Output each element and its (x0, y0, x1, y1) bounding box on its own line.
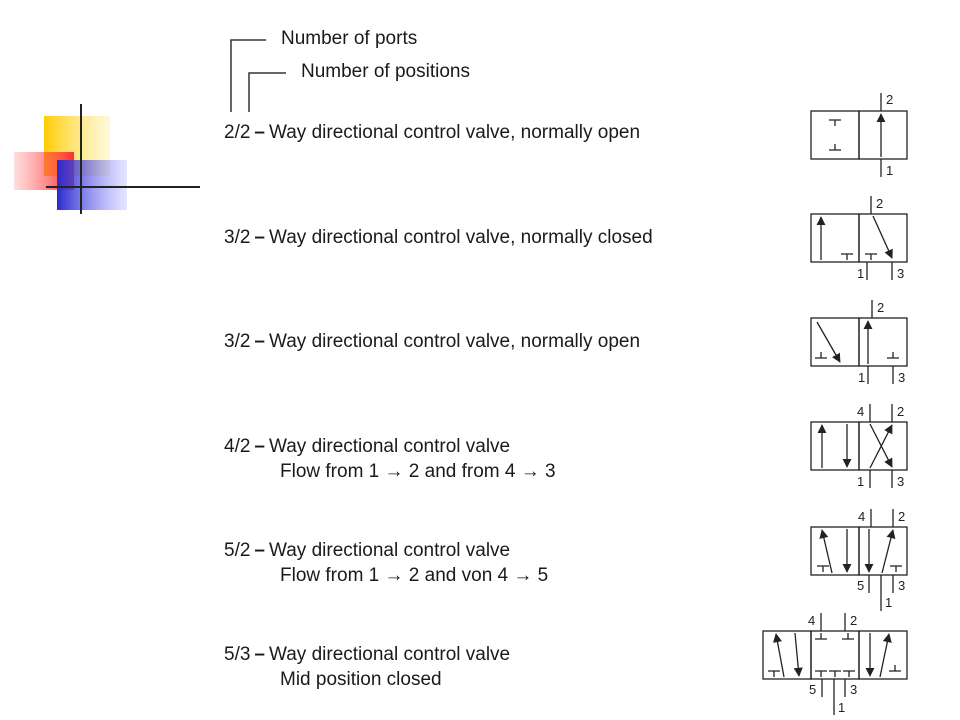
port-label: 3 (898, 370, 905, 385)
valve-description: Way directional control valve (269, 644, 511, 665)
valve-box-left (810, 421, 860, 471)
valve-box-right (858, 526, 908, 576)
valve-box-left (810, 213, 860, 263)
valve-box-left (810, 110, 860, 160)
port-label: 1 (857, 266, 864, 281)
header-leaders (230, 39, 286, 112)
port-label: 5 (809, 682, 816, 697)
port-label: 1 (886, 163, 893, 178)
port-label: 2 (886, 92, 893, 107)
port-label: 1 (838, 700, 845, 715)
valve-box-right (858, 110, 908, 160)
positions-label: Number of positions (301, 61, 470, 82)
valve-flow-description: Flow from 1 → 2 and von 4 → 5 (280, 565, 549, 586)
flow-arrow (881, 529, 896, 574)
blocked-port-symbol (815, 352, 827, 359)
blocked-port-symbol (829, 670, 841, 677)
valve-code: 2/2 (224, 122, 251, 143)
valve-code: 5/2 (224, 540, 251, 561)
blocked-port-symbol (817, 565, 829, 572)
port-label: 2 (876, 196, 883, 211)
valve-row-3-2-nc: 3/2–Way directional control valve, norma… (224, 225, 653, 250)
blocked-port-symbol (889, 665, 901, 672)
valve-symbol-3-2-nc (810, 196, 908, 280)
valve-symbol-2-2-no (810, 93, 908, 177)
valve-dash: – (254, 331, 265, 352)
port-label: 2 (877, 300, 884, 315)
valve-box-right (858, 630, 908, 680)
valve-dash: – (254, 122, 265, 143)
valve-code: 5/3 (224, 644, 251, 665)
ports-leader-line (230, 39, 266, 112)
valve-dash: – (254, 644, 265, 665)
valve-row-3-2-no: 3/2–Way directional control valve, norma… (224, 329, 640, 354)
port-label: 3 (897, 266, 904, 281)
flow-arrow (872, 215, 893, 259)
flow-arrow (773, 633, 785, 678)
valve-symbol-4-2 (810, 404, 908, 488)
port-label: 1 (858, 370, 865, 385)
flow-arrow (879, 633, 892, 678)
valve-symbol-5-2 (810, 509, 908, 611)
port-label: 2 (897, 404, 904, 419)
valve-box-right (858, 213, 908, 263)
valve-box-left (762, 630, 812, 680)
valve-dash: – (254, 436, 265, 457)
ports-label: Number of ports (281, 28, 418, 49)
valve-mid-position-description: Mid position closed (280, 669, 442, 690)
blocked-port-symbol (843, 670, 855, 677)
valve-description: Way directional control valve (269, 540, 511, 561)
flow-arrow (793, 632, 803, 677)
port-label: 1 (885, 595, 892, 610)
valve-description: Way directional control valve, normally … (269, 227, 653, 248)
port-label: 3 (898, 578, 905, 593)
valve-row-4-2: 4/2–Way directional control valve Flow f… (224, 434, 556, 484)
valve-code: 4/2 (224, 436, 251, 457)
flow-arrow (819, 529, 833, 574)
blocked-port-symbol (890, 565, 902, 572)
valve-description: Way directional control valve (269, 436, 511, 457)
valve-symbols (762, 93, 908, 715)
valve-row-2-2-no: 2/2–Way directional control valve, norma… (224, 120, 640, 145)
valve-dash: – (254, 540, 265, 561)
blocked-port-symbol (815, 670, 827, 677)
valve-code: 3/2 (224, 331, 251, 352)
port-labels: 2 1 2 1 3 2 1 3 4 2 1 3 4 2 5 3 1 4 2 5 … (808, 92, 905, 715)
valve-dash: – (254, 227, 265, 248)
port-label: 3 (897, 474, 904, 489)
port-label: 4 (808, 613, 815, 628)
port-label: 5 (857, 578, 864, 593)
blocked-port-symbol (815, 633, 827, 640)
blocked-port-symbol (887, 352, 899, 359)
blocked-port-symbol (842, 633, 854, 640)
decorative-logo (14, 104, 200, 214)
valve-symbol-3-2-no (810, 300, 908, 384)
blocked-port-symbol (865, 253, 877, 260)
port-label: 1 (857, 474, 864, 489)
port-label: 3 (850, 682, 857, 697)
port-label: 4 (858, 509, 865, 524)
flow-arrow (816, 321, 841, 363)
blocked-port-symbol (841, 253, 853, 260)
valve-box-left (810, 526, 860, 576)
valve-flow-description: Flow from 1 → 2 and from 4 → 3 (280, 461, 556, 482)
port-label: 4 (857, 404, 864, 419)
port-label: 2 (850, 613, 857, 628)
valve-code: 3/2 (224, 227, 251, 248)
valve-row-5-3: 5/3–Way directional control valve Mid po… (224, 642, 510, 692)
blocked-port-symbol (829, 119, 841, 126)
valve-row-5-2: 5/2–Way directional control valve Flow f… (224, 538, 548, 588)
valve-symbol-5-3 (762, 613, 908, 715)
blocked-port-symbol (829, 144, 841, 151)
valve-box-right (858, 317, 908, 367)
flow-arrow (869, 423, 893, 468)
valve-description: Way directional control valve, normally … (269, 331, 641, 352)
port-label: 2 (898, 509, 905, 524)
positions-leader-line (248, 72, 286, 112)
valve-box-right (858, 421, 908, 471)
blocked-port-symbol (768, 670, 780, 677)
logo-blue-square (57, 160, 127, 210)
valve-description: Way directional control valve, normally … (269, 122, 641, 143)
